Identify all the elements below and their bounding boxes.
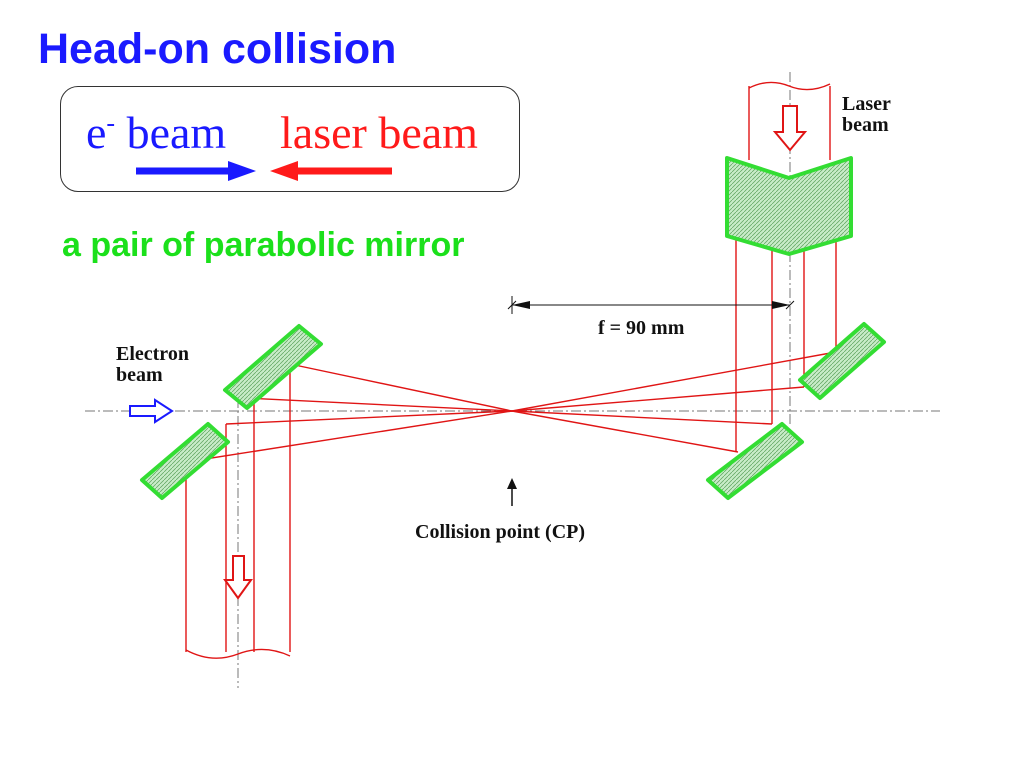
- left-upper-parabolic-mirror: [223, 324, 323, 410]
- page-title: Head-on collision: [38, 25, 397, 73]
- laser-ray-lines: [185, 351, 837, 463]
- laser-input-arrow: [772, 105, 808, 152]
- focal-length-dimension: [507, 296, 795, 314]
- laser-beam-legend-arrow: [270, 161, 392, 181]
- laser-beam-legend-label: laser beam: [280, 107, 478, 158]
- collision-point-label: Collision point (CP): [415, 521, 586, 543]
- electron-input-arrow: [129, 398, 174, 424]
- collision-point-arrow: [507, 478, 517, 506]
- focal-length-label: f = 90 mm: [598, 317, 685, 339]
- laser-beam-label: Laser beam: [842, 93, 891, 136]
- electron-beam-legend-label: e- beam: [86, 107, 227, 158]
- beam-legend-box: [60, 86, 520, 192]
- electron-beam-label: Electron beam: [116, 343, 189, 386]
- laser-shaping-optic: [725, 156, 853, 256]
- right-upper-parabolic-mirror: [798, 322, 886, 400]
- left-lower-parabolic-mirror: [140, 422, 230, 500]
- mirror-subtitle: a pair of parabolic mirror: [62, 226, 465, 264]
- laser-input-beam: [735, 81, 837, 452]
- electron-output-beam: [185, 364, 291, 659]
- electron-beam-legend-arrow: [136, 161, 256, 181]
- electron-output-arrow: [223, 555, 253, 600]
- right-lower-parabolic-mirror: [706, 422, 804, 500]
